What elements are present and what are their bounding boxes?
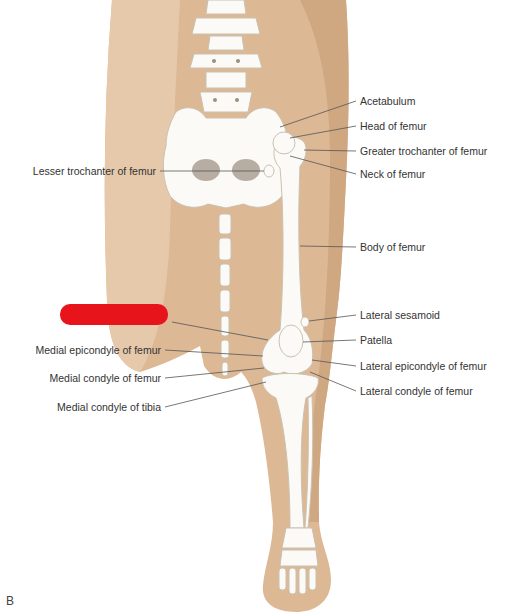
limb-shading bbox=[300, 0, 349, 522]
part-label: Neck of femur bbox=[360, 168, 425, 181]
leader-lines bbox=[160, 101, 356, 407]
part-label: Medial epicondyle of femur bbox=[36, 344, 161, 357]
part-label: Acetabulum bbox=[360, 95, 415, 108]
panel-letter: B bbox=[6, 594, 14, 608]
obturator-foramen bbox=[232, 159, 260, 181]
part-label: Body of femur bbox=[360, 241, 425, 254]
part-label: Medial condyle of tibia bbox=[57, 401, 161, 414]
femur bbox=[262, 132, 313, 374]
part-label: Greater trochanter of femur bbox=[360, 145, 487, 158]
redaction-bar bbox=[60, 304, 168, 325]
tibia bbox=[262, 374, 318, 529]
part-label: Lateral epicondyle of femur bbox=[360, 360, 487, 373]
paw-bones bbox=[279, 528, 318, 594]
obturator-foramen bbox=[192, 159, 220, 181]
part-label: Lesser trochanter of femur bbox=[33, 165, 156, 178]
patella bbox=[279, 325, 303, 357]
part-label: Patella bbox=[360, 334, 392, 347]
pelvis bbox=[163, 108, 290, 208]
part-label: Lateral condyle of femur bbox=[360, 385, 473, 398]
tail-vertebrae bbox=[219, 214, 231, 376]
part-label: Lateral sesamoid bbox=[360, 309, 440, 322]
part-label: Head of femur bbox=[360, 120, 427, 133]
sesamoid bbox=[301, 317, 309, 327]
part-label: Medial condyle of femur bbox=[50, 372, 161, 385]
vertebrae bbox=[190, 0, 262, 112]
